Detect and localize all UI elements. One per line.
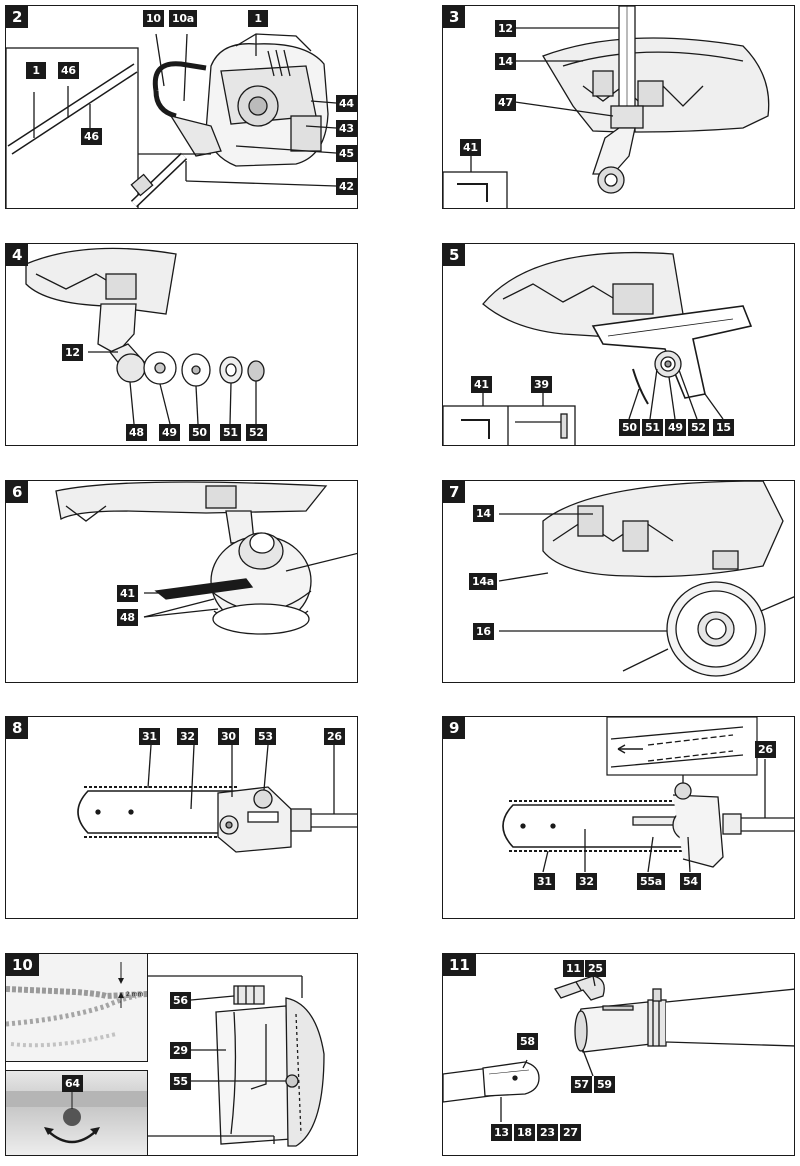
inset-label: 41 — [460, 139, 481, 156]
panel-number: 6 — [6, 481, 29, 503]
part-label: 26 — [755, 741, 776, 758]
part-label: 51 — [220, 424, 241, 441]
part-label: 27 — [560, 1124, 581, 1141]
part-label: 47 — [495, 94, 516, 111]
part-label: 53 — [255, 728, 276, 745]
part-label: 32 — [576, 873, 597, 890]
part-label: 10a — [169, 10, 197, 27]
part-label: 58 — [517, 1033, 538, 1050]
part-label: 12 — [62, 344, 83, 361]
part-label: 44 — [336, 95, 357, 112]
part-label: 49 — [159, 424, 180, 441]
part-label: 31 — [139, 728, 160, 745]
part-label: 52 — [688, 419, 709, 436]
figure-panel-6: 6 41 48 — [5, 480, 358, 683]
part-label: 55a — [637, 873, 665, 890]
part-label: 14 — [495, 53, 516, 70]
part-label: 48 — [126, 424, 147, 441]
part-label: 13 — [491, 1124, 512, 1141]
part-label: 54 — [680, 873, 701, 890]
part-label: 55 — [170, 1073, 191, 1090]
panel-number: 3 — [443, 6, 466, 28]
trimmer-head-parts-drawing — [25, 247, 265, 425]
inset-label: 46 — [58, 62, 79, 79]
rotation-arrow-sketch — [6, 1085, 147, 1144]
part-label: 23 — [537, 1124, 558, 1141]
panel-number: 4 — [6, 244, 29, 266]
panel-number: 8 — [6, 717, 29, 739]
part-label: 14a — [469, 573, 497, 590]
part-label: 1 — [248, 10, 268, 27]
part-label: 59 — [594, 1076, 615, 1093]
chain-sag-sketch — [6, 962, 147, 1048]
engine-unit-drawing — [6, 33, 337, 208]
figure-panel-9: 9 26 31 32 55a 54 — [442, 716, 795, 919]
panel-number: 5 — [443, 244, 466, 266]
gap-note: 2 mm — [126, 991, 144, 998]
part-label: 57 — [571, 1076, 592, 1093]
part-label: 56 — [170, 992, 191, 1009]
inset-label: 64 — [62, 1075, 83, 1092]
panel-number: 10 — [6, 954, 39, 976]
part-label: 14 — [473, 505, 494, 522]
figure-panel-3: 3 12 14 47 41 — [442, 5, 795, 209]
part-label: 43 — [336, 120, 357, 137]
part-label: 42 — [336, 178, 357, 195]
part-label: 45 — [336, 145, 357, 162]
part-label: 16 — [473, 623, 494, 640]
part-label: 18 — [514, 1124, 535, 1141]
part-label: 29 — [170, 1042, 191, 1059]
spool-head-drawing — [55, 481, 357, 635]
panel-number: 7 — [443, 481, 466, 503]
figure-panel-11: 11 11 25 58 57 59 13 18 23 27 — [442, 953, 795, 1156]
part-label: 50 — [189, 424, 210, 441]
part-label: 11 — [563, 960, 584, 977]
part-label: 48 — [117, 609, 138, 626]
figure-panel-2: 2 10 10a 1 44 43 45 42 1 46 46 — [5, 5, 358, 209]
guard-blade-drawing — [498, 481, 794, 677]
inset-label: 1 — [26, 62, 46, 79]
figure-panel-10: 2 mm — [5, 953, 358, 1156]
figure-panel-4: 4 12 48 49 50 51 52 — [5, 243, 358, 446]
chain-saw-bar-drawing — [77, 744, 357, 853]
part-label: 12 — [495, 20, 516, 37]
panel-number: 11 — [443, 954, 476, 976]
part-label: 50 — [619, 419, 640, 436]
figure-panel-8: 8 31 32 30 53 26 — [5, 716, 358, 919]
chain-tension-drawing — [502, 717, 794, 873]
inset-label: 41 — [471, 376, 492, 393]
figure-panel-7: 7 14 14a 16 — [442, 480, 795, 683]
part-label: 32 — [177, 728, 198, 745]
part-label: 51 — [642, 419, 663, 436]
panel-number: 9 — [443, 717, 466, 739]
figure-panel-5: 5 41 39 50 51 49 52 15 — [442, 243, 795, 446]
part-label: 52 — [246, 424, 267, 441]
part-label: 31 — [534, 873, 555, 890]
panel-number: 2 — [6, 6, 29, 28]
guard-shaft-drawing — [443, 6, 770, 208]
part-label: 15 — [713, 419, 734, 436]
inset-label: 46 — [81, 128, 102, 145]
part-label: 41 — [117, 585, 138, 602]
blade-mount-drawing — [443, 251, 753, 445]
part-label: 26 — [324, 728, 345, 745]
part-label: 49 — [665, 419, 686, 436]
part-label: 10 — [143, 10, 164, 27]
part-label: 30 — [218, 728, 239, 745]
inset-label: 39 — [531, 376, 552, 393]
part-label: 25 — [585, 960, 606, 977]
shaft-coupling-drawing — [443, 975, 794, 1122]
